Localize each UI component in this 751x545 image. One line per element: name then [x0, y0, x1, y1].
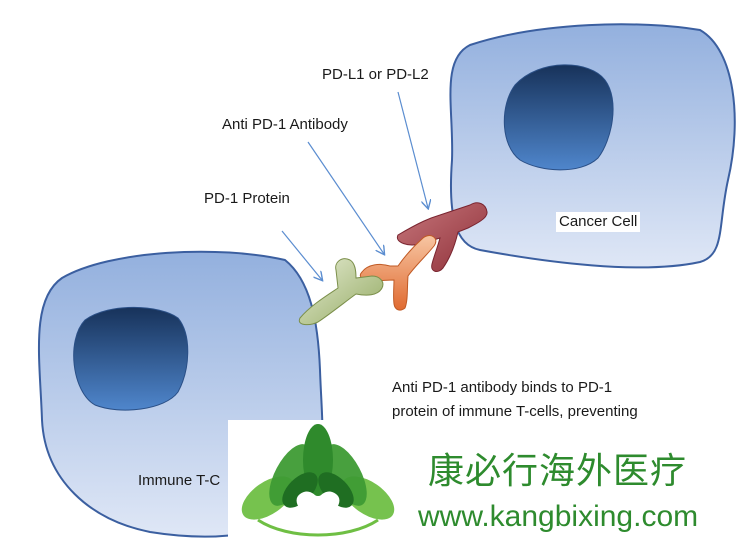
watermark: 康必行海外医疗 www.kangbixing.com	[228, 420, 751, 545]
anti-pd1-antibody	[359, 235, 437, 311]
label-pd-l1: PD-L1 or PD-L2	[322, 66, 429, 83]
label-pd1-protein: PD-1 Protein	[204, 190, 290, 207]
label-immune-t-cell: Immune T-C	[138, 472, 221, 489]
caption-line-1: Anti PD-1 antibody binds to PD-1	[392, 379, 613, 396]
caption: Anti PD-1 antibody binds to PD-1 protein…	[392, 376, 638, 424]
label-anti-pd1-antibody: Anti PD-1 Antibody	[222, 116, 348, 133]
pd-l1-receptor	[396, 202, 488, 272]
pd1-protein	[298, 258, 384, 326]
watermark-url: www.kangbixing.com	[418, 500, 699, 533]
label-cancer-cell: Cancer Cell	[556, 212, 641, 232]
caption-line-2: protein of immune T-cells, preventing	[392, 403, 638, 420]
cancer-cell-nucleus	[503, 64, 614, 171]
arrow-pd-l1	[397, 91, 428, 208]
t-cell-nucleus	[73, 306, 189, 411]
lotus-logo-icon	[241, 424, 395, 537]
watermark-chinese-text: 康必行海外医疗	[428, 451, 688, 492]
arrow-pd1-protein	[281, 230, 322, 280]
arrow-antibody	[307, 141, 384, 254]
